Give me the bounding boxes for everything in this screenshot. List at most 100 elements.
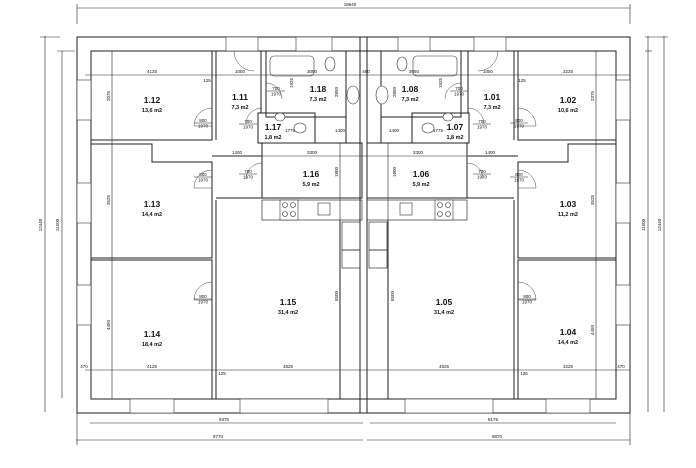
svg-text:1925: 1925 (438, 77, 443, 88)
interior-walls-right (366, 50, 617, 400)
svg-text:700: 700 (244, 169, 252, 174)
room-label: 1.065,9 m2 (412, 169, 429, 188)
room-number: 1.08 (402, 84, 419, 94)
room-label: 1.171,8 m2 (264, 122, 281, 141)
room-label: 1.187,3 m2 (309, 84, 326, 103)
svg-text:1800: 1800 (392, 166, 397, 177)
svg-text:18640: 18640 (344, 2, 357, 7)
svg-text:1970: 1970 (477, 125, 488, 130)
svg-text:1775: 1775 (433, 128, 444, 133)
svg-text:700: 700 (478, 119, 486, 124)
svg-text:11500: 11500 (55, 218, 60, 231)
svg-text:1800: 1800 (334, 166, 339, 177)
room-number: 1.11 (232, 92, 248, 102)
svg-text:1970: 1970 (477, 175, 488, 180)
room-number: 1.13 (144, 199, 161, 209)
svg-text:1400: 1400 (485, 150, 496, 155)
room-area: 7,3 m2 (401, 97, 418, 103)
room-number: 1.06 (413, 169, 430, 179)
svg-text:4825: 4825 (439, 364, 450, 369)
svg-text:800: 800 (523, 294, 531, 299)
svg-text:125: 125 (203, 78, 211, 83)
svg-text:1970: 1970 (198, 124, 209, 129)
svg-text:470: 470 (80, 364, 88, 369)
svg-text:4450: 4450 (590, 324, 595, 335)
svg-text:1970: 1970 (243, 175, 254, 180)
room-label: 1.12 13,6 m2 (142, 95, 162, 114)
room-label: 1.04 14,4 m2 (558, 327, 578, 346)
svg-text:800: 800 (199, 118, 207, 123)
svg-text:450: 450 (362, 69, 370, 74)
svg-text:700: 700 (455, 86, 463, 91)
svg-text:470: 470 (617, 364, 625, 369)
interior-walls-left (90, 50, 363, 400)
room-area: 13,6 m2 (142, 108, 162, 114)
room-number: 1.14 (144, 329, 161, 339)
room-area: 31,4 m2 (278, 310, 298, 316)
svg-text:1970: 1970 (514, 178, 525, 183)
svg-text:3525: 3525 (106, 194, 111, 205)
svg-text:1400: 1400 (335, 128, 346, 133)
room-area: 1,8 m2 (264, 135, 281, 141)
room-number: 1.02 (560, 95, 577, 105)
room-number: 1.16 (303, 169, 320, 179)
bathtub-left (269, 55, 315, 77)
room-area: 10,6 m2 (558, 108, 578, 114)
svg-text:700: 700 (244, 119, 252, 124)
room-number: 1.05 (436, 297, 453, 307)
bathtub-right (412, 55, 458, 77)
svg-text:2850: 2850 (392, 86, 397, 97)
svg-text:9375: 9375 (219, 417, 230, 422)
svg-text:125: 125 (218, 371, 226, 376)
room-number: 1.12 (144, 95, 161, 105)
room-area: 14,4 m2 (558, 340, 578, 346)
room-label: 1.071,8 m2 (446, 122, 463, 141)
svg-text:1400: 1400 (232, 150, 243, 155)
room-number: 1.15 (280, 297, 297, 307)
svg-text:2075: 2075 (106, 90, 111, 101)
room-area: 1,8 m2 (446, 135, 463, 141)
svg-text:1400: 1400 (389, 128, 400, 133)
room-area: 31,4 m2 (434, 310, 454, 316)
svg-text:1050: 1050 (235, 69, 246, 74)
svg-text:800: 800 (199, 172, 207, 177)
svg-text:1970: 1970 (243, 125, 254, 130)
svg-text:1775: 1775 (285, 128, 296, 133)
svg-text:1050: 1050 (483, 69, 494, 74)
room-number: 1.01 (484, 92, 501, 102)
svg-text:1970: 1970 (514, 124, 525, 129)
room-area: 18,4 m2 (142, 342, 162, 348)
room-label: 1.017,3 m2 (483, 92, 500, 111)
svg-text:11500: 11500 (641, 218, 646, 231)
svg-text:4125: 4125 (147, 364, 158, 369)
room-label: 1.05 31,4 m2 (434, 297, 454, 316)
svg-text:1925: 1925 (289, 77, 294, 88)
svg-text:8175: 8175 (488, 417, 499, 422)
exterior-walls (76, 36, 631, 414)
room-label: 1.117,3 m2 (231, 92, 248, 111)
svg-text:4825: 4825 (283, 364, 294, 369)
svg-text:800: 800 (199, 294, 207, 299)
svg-text:700: 700 (272, 86, 280, 91)
svg-text:12440: 12440 (657, 218, 662, 231)
svg-text:9770: 9770 (213, 434, 224, 439)
svg-text:125: 125 (518, 78, 526, 83)
dimension-right-heights: 11500 12440 (641, 36, 668, 412)
svg-text:3300: 3300 (307, 150, 318, 155)
toilet-icons (293, 56, 435, 134)
room-number: 1.04 (560, 327, 577, 337)
svg-text:3225: 3225 (563, 69, 574, 74)
room-area: 7,3 m2 (309, 97, 326, 103)
